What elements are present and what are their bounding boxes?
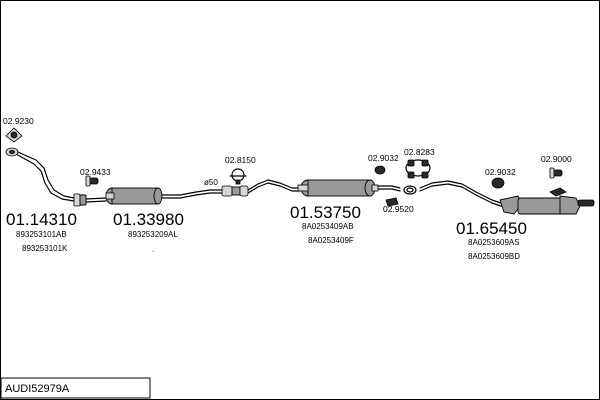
clamp-8150-icon	[229, 168, 247, 185]
accessory-label-9032-b: 02.9032	[485, 167, 516, 177]
accessory-label-9230: 02.9230	[3, 116, 34, 126]
hanger-9032-a-icon	[374, 165, 386, 175]
front-flange-icon	[5, 147, 19, 157]
pipe-clamp-icon	[221, 185, 249, 197]
hanger-9000-icon	[549, 167, 563, 179]
pre-silencer-icon	[105, 187, 163, 205]
part-code-front-pipe-2: 893253101K	[22, 244, 68, 253]
accessory-label-8283: 02.8283	[404, 147, 435, 157]
part-number-front-pipe: 01.14310	[6, 210, 77, 229]
gasket-9230-icon	[5, 127, 23, 143]
accessory-label-9032-a: 02.9032	[368, 153, 399, 163]
part-number-rear-silencer: 01.65450	[456, 219, 527, 238]
seal-9520-icon	[385, 197, 399, 207]
model-title: AUDI52979A	[5, 383, 70, 395]
accessory-label-9433: 02.9433	[80, 167, 111, 177]
hanger-9433-icon	[85, 175, 99, 187]
part-code-front-pipe-1: 893253101AB	[16, 230, 67, 239]
accessory-label-8150: 02.8150	[225, 155, 256, 165]
rear-silencer-icon	[499, 187, 595, 215]
center-pipe-line	[247, 179, 301, 191]
part-code-rear-silencer-1: 8A0253609AS	[468, 238, 520, 247]
pipe-routing	[13, 149, 505, 208]
part-code-pre-silencer-1: 893253209AL	[128, 230, 178, 239]
part-code-middle-silencer-1: 8A0253409AB	[302, 222, 354, 231]
accessory-label-9000: 02.9000	[541, 154, 572, 164]
clamp-8283-icon	[405, 159, 431, 179]
link-pipe-line	[85, 197, 107, 200]
accessory-label-9520: 02.9520	[383, 204, 414, 214]
middle-silencer-icon	[297, 179, 379, 197]
rear-pipe-line	[375, 185, 401, 189]
diameter-annotation: ø50	[204, 178, 218, 187]
part-number-middle-silencer: 01.53750	[290, 203, 361, 222]
model-box	[0, 377, 151, 399]
part-code-rear-silencer-2: 8A0253609BD	[468, 252, 520, 261]
sealing-ring-icon	[403, 185, 417, 195]
front-pipe-flange-icon	[73, 193, 87, 207]
stray-dot: .	[152, 245, 154, 254]
part-code-middle-silencer-2: 8A0253409F	[308, 236, 354, 245]
part-number-pre-silencer: 01.33980	[113, 210, 184, 229]
hanger-9032-b-icon	[491, 177, 505, 189]
front-pipe-line	[13, 149, 75, 199]
mid-pipe-line	[161, 189, 223, 196]
